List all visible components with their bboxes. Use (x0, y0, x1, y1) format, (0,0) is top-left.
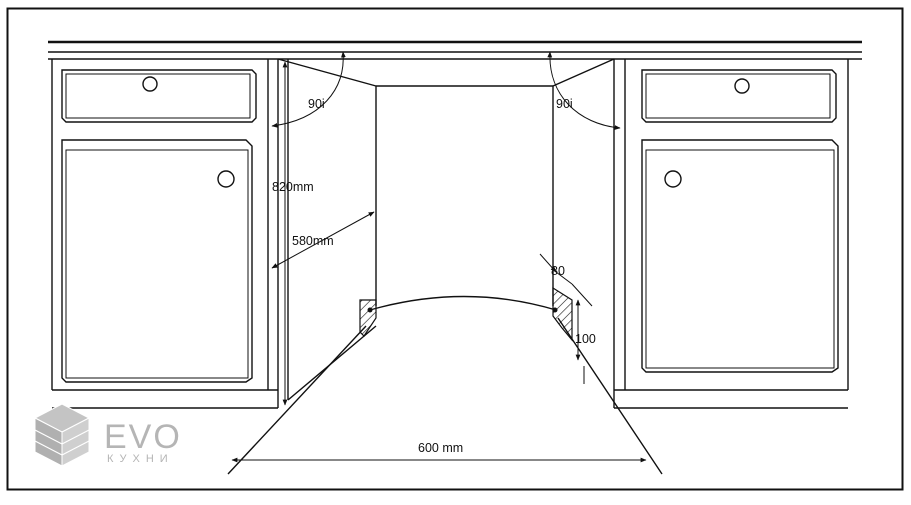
countertop (48, 40, 862, 60)
left-door (61, 139, 253, 383)
left-cabinet (51, 59, 279, 408)
right-drawer (641, 69, 837, 123)
plinth-offset-dimension (539, 253, 593, 307)
right-door-knob-icon (664, 170, 682, 188)
logo-subtitle: КУХНИ (107, 453, 174, 465)
depth-dimension (271, 211, 375, 269)
right-cabinet (613, 59, 849, 408)
angle-left-label: 90i (308, 97, 325, 111)
outer-frame (6, 7, 904, 491)
right-plinth-block (552, 286, 573, 342)
plinth-offset-label: 80 (551, 264, 565, 278)
height-label: 820mm (272, 180, 314, 194)
width-label: 600 mm (418, 441, 463, 455)
left-door-knob-icon (217, 170, 235, 188)
right-drawer-knob-icon (734, 78, 750, 94)
right-door (641, 139, 839, 373)
left-plinth-block (359, 299, 377, 337)
cube-icon (33, 403, 91, 467)
angle-right-marker (547, 51, 621, 130)
left-drawer (61, 69, 257, 123)
angle-left-marker (271, 51, 346, 128)
plinth-height-dimension (575, 299, 585, 384)
angle-right-label: 90i (556, 97, 573, 111)
depth-label: 580mm (292, 234, 334, 248)
evo-logo: EVO КУХНИ (33, 403, 182, 467)
left-drawer-knob-icon (142, 76, 158, 92)
plinth-height-label: 100 (575, 332, 596, 346)
logo-brand: EVO (104, 418, 182, 456)
